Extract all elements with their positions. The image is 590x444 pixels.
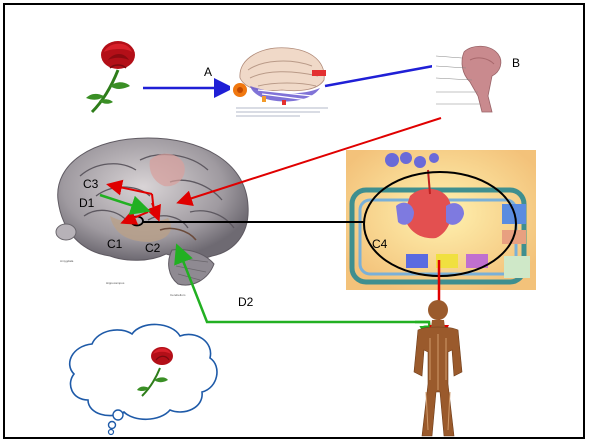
label-c4: C4 [372,237,388,251]
thought-bubble-icon [70,324,217,434]
label-c2: C2 [145,241,161,255]
label-b: B [512,56,520,70]
brain-lateral-icon: Amygdala Hippocampus Cerebellum [48,134,256,302]
label-d2: D2 [238,295,254,309]
endocrine-diagram-icon [346,150,536,290]
human-body-icon [414,300,462,436]
eye-brain-icon [230,40,330,120]
svg-text:Hippocampus: Hippocampus [106,281,125,285]
rose-icon [86,41,135,112]
svg-text:Cerebellum: Cerebellum [170,293,186,297]
svg-text:Amygdala: Amygdala [60,259,74,263]
label-a: A [204,65,212,79]
brainstem-icon [432,40,508,122]
label-d1: D1 [79,196,95,210]
label-c1: C1 [107,237,123,251]
label-c3: C3 [83,177,99,191]
